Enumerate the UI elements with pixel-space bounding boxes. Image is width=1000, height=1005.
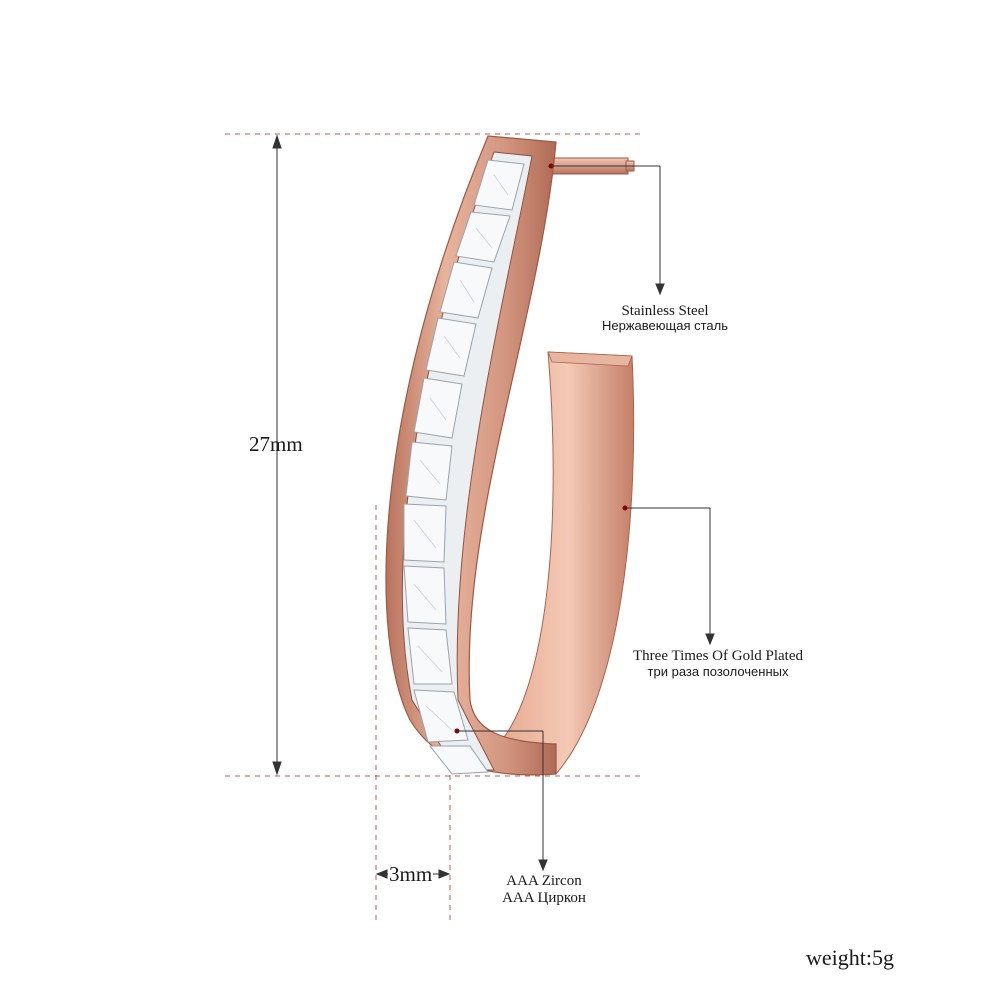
plating-callout-en: Three Times Of Gold Plated — [633, 648, 803, 664]
steel-callout-ru: Нержавеющая сталь — [602, 318, 728, 333]
zircon-callout-ru: AAA Циркон — [502, 890, 586, 906]
zircon-callout-en: AAA Zircon — [506, 873, 582, 889]
height-dimension-arrow — [272, 134, 282, 776]
callout-lines — [454, 163, 715, 872]
height-dimension-label: 27mm — [249, 432, 303, 456]
weight-label: weight:5g — [806, 945, 894, 970]
plating-callout-ru: три раза позолоченных — [647, 664, 789, 679]
hoop-inner-arm — [501, 351, 635, 775]
steel-callout-en: Stainless Steel — [621, 303, 709, 319]
width-dimension-label: 3mm — [388, 862, 434, 887]
stone-facets — [413, 174, 509, 731]
